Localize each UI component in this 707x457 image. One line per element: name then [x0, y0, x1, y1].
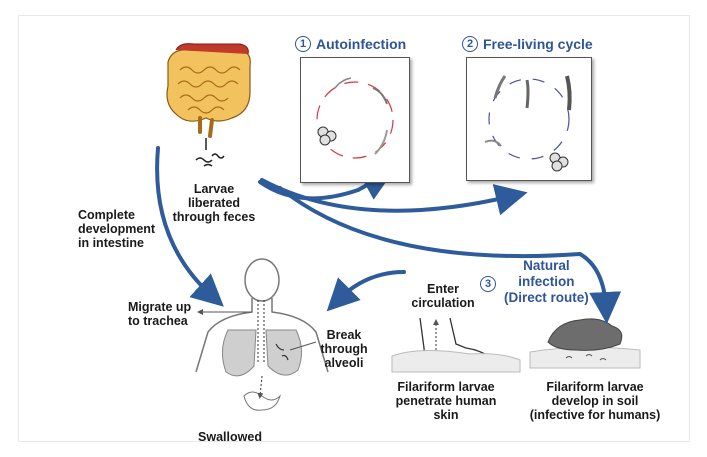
penetrate-line-3: skin — [388, 408, 504, 422]
cycle-number-1: 1 — [295, 36, 311, 52]
enter-circulation-label: Enter circulation — [408, 282, 478, 310]
autoinfection-title: 1 Autoinfection — [295, 36, 406, 52]
autoinfection-cycle-drawing — [301, 58, 409, 182]
free-living-panel — [466, 57, 592, 181]
free-living-label: Free-living cycle — [483, 36, 593, 52]
free-living-title: 2 Free-living cycle — [462, 36, 593, 52]
natural-line-1: Natural — [504, 258, 589, 274]
break-line-1: Break — [316, 328, 372, 342]
migrate-line-2: to trachea — [128, 314, 191, 328]
larvae-line-3: through feces — [164, 210, 264, 224]
larvae-liberated-label: Larvae liberated through feces — [164, 182, 264, 224]
arrow-to-free-living — [262, 180, 512, 211]
penetrate-line-2: penetrate human — [388, 394, 504, 408]
autoinfection-label: Autoinfection — [316, 36, 406, 52]
enter-line-1: Enter — [408, 282, 478, 296]
human-body-illustration — [196, 259, 328, 410]
enter-line-2: circulation — [408, 296, 478, 310]
arrow-enter-circulation — [338, 272, 404, 300]
cycle-number-2: 2 — [462, 36, 478, 52]
break-line-3: alveoli — [316, 356, 372, 370]
cycle-number-3: 3 — [480, 276, 496, 292]
complete-development-label: Complete development in intestine — [78, 208, 155, 250]
natural-line-3: (Direct route) — [504, 290, 589, 306]
swallowed-label: Swallowed — [190, 430, 270, 444]
intestine-illustration — [167, 44, 250, 166]
autoinfection-panel — [300, 57, 410, 183]
develop-line-2: develop in soil — [520, 394, 670, 408]
complete-line-3: in intestine — [78, 236, 155, 250]
penetrate-line-1: Filariform larvae — [388, 380, 504, 394]
larvae-line-1: Larvae — [164, 182, 264, 196]
penetrate-skin-label: Filariform larvae penetrate human skin — [388, 380, 504, 422]
natural-line-2: infection — [504, 274, 589, 290]
develop-line-3: (infective for humans) — [520, 408, 670, 422]
complete-line-1: Complete — [78, 208, 155, 222]
free-living-cycle-drawing — [467, 58, 591, 180]
migrate-label: Migrate up to trachea — [128, 300, 191, 328]
develop-soil-label: Filariform larvae develop in soil (infec… — [520, 380, 670, 422]
break-through-label: Break through alveoli — [316, 328, 372, 370]
migrate-line-1: Migrate up — [128, 300, 191, 314]
break-line-2: through — [316, 342, 372, 356]
complete-line-2: development — [78, 222, 155, 236]
larvae-line-2: liberated — [164, 196, 264, 210]
develop-line-1: Filariform larvae — [520, 380, 670, 394]
